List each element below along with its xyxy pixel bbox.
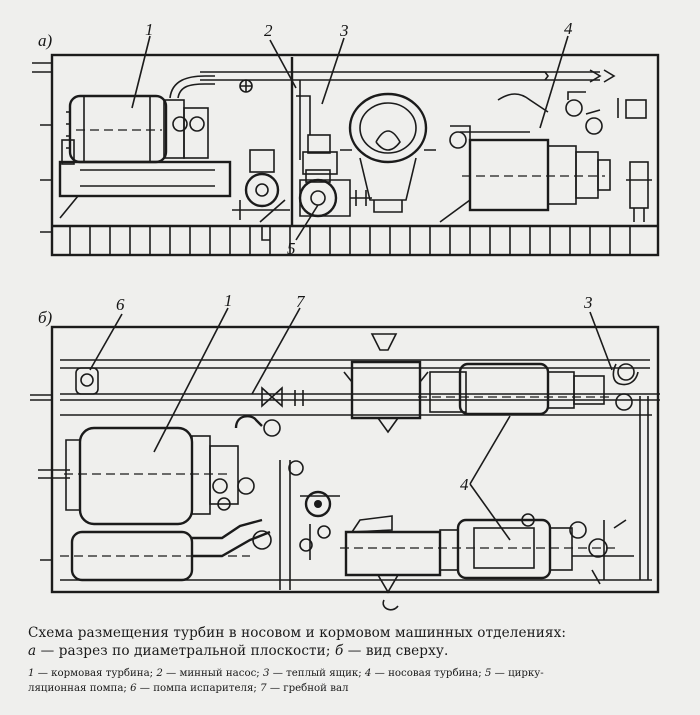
callout-b-7: 7 <box>296 292 306 311</box>
legend-text-3: — теплый ящик; <box>269 668 365 679</box>
caption-sub-b-text: — вид сверху. <box>343 643 449 659</box>
legend-text-1: — кормовая турбина; <box>34 668 157 679</box>
legend-num-6: 6 <box>130 683 137 694</box>
caption-sub-b-letter: б <box>334 643 344 659</box>
figure-caption: Схема размещения турбин в носовом и корм… <box>28 624 668 696</box>
callout-b-3: 3 <box>583 293 593 312</box>
legend-num-3: 3 <box>262 668 270 679</box>
aft-turbine-lower <box>60 460 340 590</box>
callout-b-1: 1 <box>224 291 233 310</box>
legend-num-5: 5 <box>484 668 492 679</box>
panel-b-label: б) <box>38 308 53 327</box>
callout-b-4: 4 <box>460 475 469 494</box>
legend-line-1: 1 — кормовая турбина; 2 — минный насос; … <box>28 668 544 679</box>
callout-a-1: 1 <box>145 20 154 39</box>
legend-num-7: 7 <box>260 683 267 694</box>
evaporator-pump <box>75 367 99 395</box>
callout-a-5: 5 <box>287 239 296 258</box>
legend-num-4: 4 <box>364 668 372 679</box>
legend-num-2: 2 <box>156 668 163 679</box>
aft-turbine-section <box>58 75 232 198</box>
legend-text-7: — гребной вал <box>266 683 349 694</box>
legend-text-5b: ляционная помпа; <box>28 683 131 694</box>
double-bottom-frames <box>69 226 631 255</box>
callout-a-4: 4 <box>564 19 573 38</box>
legend-text-2: — минный насос; <box>162 668 263 679</box>
mine-pump-section <box>239 79 338 175</box>
legend-line-2: ляционная помпа; 6 — помпа испарителя; 7… <box>28 683 349 694</box>
panel-a-label: а) <box>38 31 53 50</box>
propeller-shaft <box>60 386 660 408</box>
legend-num-1: 1 <box>28 668 35 679</box>
panel-b-frame <box>50 325 660 594</box>
caption-legend: 1 — кормовая турбина; 2 — минный насос; … <box>28 666 668 696</box>
legend-text-4: — носовая турбина; <box>371 668 485 679</box>
fore-turbine-plan-lower <box>340 513 634 611</box>
fore-turbine-plan-upper <box>418 362 610 416</box>
caption-sub-a-letter: а <box>28 643 37 659</box>
panel-a-frame <box>50 53 660 257</box>
caption-sub-a-text: — разрез по диаметральной плоскости; <box>36 643 335 659</box>
panel-a-section-view: а) <box>32 19 660 258</box>
caption-title: Схема размещения турбин в носовом и корм… <box>28 625 567 641</box>
legend-text-6: — помпа испарителя; <box>136 683 261 694</box>
panel-a-leaders <box>131 35 569 241</box>
fore-turbine-section <box>449 91 652 222</box>
callout-b-6: 6 <box>116 295 125 314</box>
callout-a-2: 2 <box>264 21 273 40</box>
caption-main: Схема размещения турбин в носовом и корм… <box>28 624 668 660</box>
warm-box-section <box>340 92 436 213</box>
circulating-pump-section <box>232 149 372 241</box>
warm-box-plan <box>343 333 649 580</box>
panel-b-leaders <box>89 307 613 541</box>
callout-a-3: 3 <box>339 21 349 40</box>
aft-turbine-plan <box>64 415 281 526</box>
legend-text-5: — цирку- <box>491 668 544 679</box>
panel-b-plan-view: б) <box>30 291 660 611</box>
